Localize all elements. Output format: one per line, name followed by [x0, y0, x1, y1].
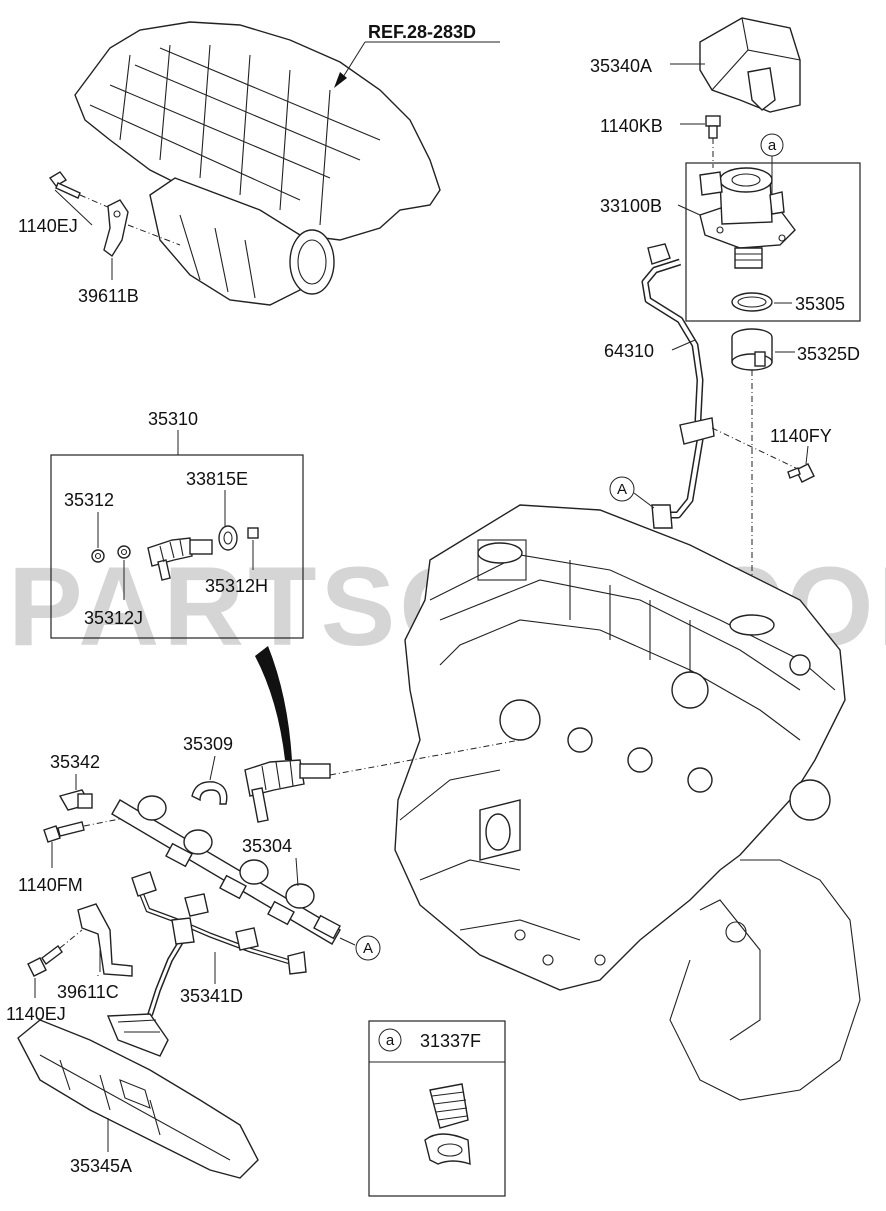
label-1140FY: 1140FY — [770, 426, 832, 446]
bracket-39611C[interactable] — [77, 903, 133, 977]
ref-28-283D: REF.28-283D — [334, 22, 500, 88]
bolt-1140FY[interactable] — [787, 463, 815, 483]
bolt-1140FM[interactable] — [43, 814, 141, 843]
bolt-1140KB[interactable] — [705, 115, 721, 168]
label-33100B: 33100B — [600, 196, 662, 216]
injector-in-kit[interactable] — [147, 537, 213, 581]
seal-35312H[interactable] — [247, 527, 259, 539]
fuel-pipe-64310[interactable] — [641, 243, 801, 529]
label-35342: 35342 — [50, 752, 100, 772]
svg-text:A: A — [617, 481, 627, 498]
label-39611B: 39611B — [78, 286, 139, 306]
callout-A-rail: A — [355, 935, 381, 961]
injector-35304-main[interactable] — [244, 759, 331, 823]
label-35312: 35312 — [64, 490, 114, 510]
fuel-pump-33100B[interactable] — [699, 167, 796, 269]
label-64310: 64310 — [604, 341, 654, 361]
assembly-arrow — [255, 646, 292, 760]
clip-31337F[interactable] — [424, 1083, 471, 1165]
label-35341D: 35341D — [180, 986, 243, 1006]
clamp-35342[interactable] — [58, 789, 93, 811]
label-1140EJ-bottom: 1140EJ — [6, 1004, 66, 1024]
bolt-1140EJ-bottom[interactable] — [27, 929, 83, 977]
injector-cover-35345A[interactable] — [17, 1019, 259, 1179]
svg-text:a: a — [386, 1032, 395, 1049]
bolt-1140EJ-top[interactable] — [48, 171, 111, 209]
bracket-39611B[interactable] — [103, 199, 181, 258]
fuel-rail[interactable] — [111, 795, 356, 946]
washer-33815E[interactable] — [218, 525, 238, 551]
legend-box-a: a 31337F — [368, 1020, 506, 1197]
label-35340A: 35340A — [590, 56, 652, 76]
label-1140FM: 1140FM — [18, 875, 83, 895]
ref-label: REF.28-283D — [368, 22, 476, 42]
svg-text:A: A — [363, 940, 373, 957]
svg-text:a: a — [768, 137, 777, 154]
engine-cylinder-head[interactable] — [394, 504, 861, 1101]
oring-35305[interactable] — [731, 292, 773, 312]
injector-kit-box — [50, 454, 304, 639]
seal-35312[interactable] — [91, 549, 105, 563]
pump-box — [685, 162, 861, 322]
label-1140EJ-top: 1140EJ — [18, 216, 78, 236]
pump-cover-35340A[interactable] — [699, 17, 801, 113]
label-39611C: 39611C — [57, 982, 119, 1002]
label-35312J: 35312J — [84, 608, 143, 628]
label-35309: 35309 — [183, 734, 233, 754]
injector-install-line — [329, 739, 521, 776]
clip-35309[interactable] — [191, 781, 228, 805]
label-35312H: 35312H — [205, 576, 268, 596]
label-35325D: 35325D — [797, 344, 860, 364]
label-35304: 35304 — [242, 836, 292, 856]
label-1140KB: 1140KB — [600, 116, 663, 136]
label-35305: 35305 — [795, 294, 845, 314]
intake-manifold[interactable] — [74, 21, 441, 306]
label-35310: 35310 — [148, 409, 198, 429]
label-31337F: 31337F — [420, 1031, 481, 1051]
seal-35312J[interactable] — [117, 545, 131, 559]
label-35345A: 35345A — [70, 1156, 132, 1176]
wiring-harness-35341D[interactable] — [106, 871, 307, 1057]
callout-A-pipe: A — [609, 476, 655, 509]
label-33815E: 33815E — [186, 469, 248, 489]
